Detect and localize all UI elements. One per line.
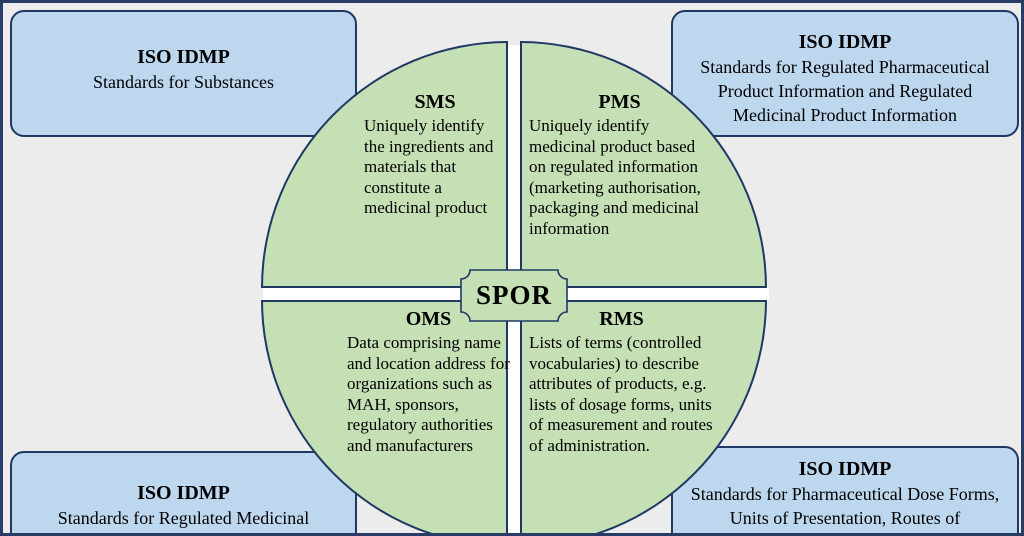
oms-text-block: OMS Data comprising name and location ad… — [347, 308, 510, 456]
box-body: Standards for Substances — [93, 72, 274, 92]
iso-idmp-box-bottom-right: ISO IDMP Standards for Pharmaceutical Do… — [671, 446, 1019, 533]
sms-text-block: SMS Uniquely identify the ingredients an… — [364, 91, 506, 219]
oms-description: Data comprising name and location addres… — [347, 333, 510, 455]
spor-label: SPOR — [475, 280, 552, 310]
pms-text-block: PMS Uniquely identify medicinal product … — [529, 91, 710, 239]
iso-idmp-box-bottom-left: ISO IDMP Standards for Regulated Medicin… — [10, 451, 357, 533]
pms-title: PMS — [598, 91, 641, 113]
oms-title: OMS — [405, 308, 452, 330]
plaque-shape — [460, 269, 568, 322]
box-body: Standards for Pharmaceutical Dose Forms,… — [690, 484, 1000, 533]
rms-title: RMS — [599, 308, 644, 330]
box-title: ISO IDMP — [137, 46, 230, 68]
box-body: Standards for Regulated Pharmaceutical P… — [700, 57, 990, 125]
box-title: ISO IDMP — [798, 31, 892, 53]
box-body: Standards for Regulated Medicinal Produc… — [57, 508, 310, 533]
iso-idmp-box-top-left: ISO IDMP Standards for Substances — [10, 10, 357, 137]
rms-text-block: RMS Lists of terms (controlled vocabular… — [529, 308, 714, 456]
sms-description: Uniquely identify the ingredients and ma… — [364, 116, 494, 217]
spor-center-plaque: SPOR — [460, 269, 568, 322]
sms-title: SMS — [414, 91, 456, 113]
rms-description: Lists of terms (controlled vocabularies)… — [529, 333, 713, 455]
box-title: ISO IDMP — [137, 482, 230, 504]
iso-idmp-box-top-right: ISO IDMP Standards for Regulated Pharmac… — [671, 10, 1019, 137]
pms-description: Uniquely identify medicinal product base… — [529, 116, 701, 238]
box-title: ISO IDMP — [798, 458, 892, 480]
